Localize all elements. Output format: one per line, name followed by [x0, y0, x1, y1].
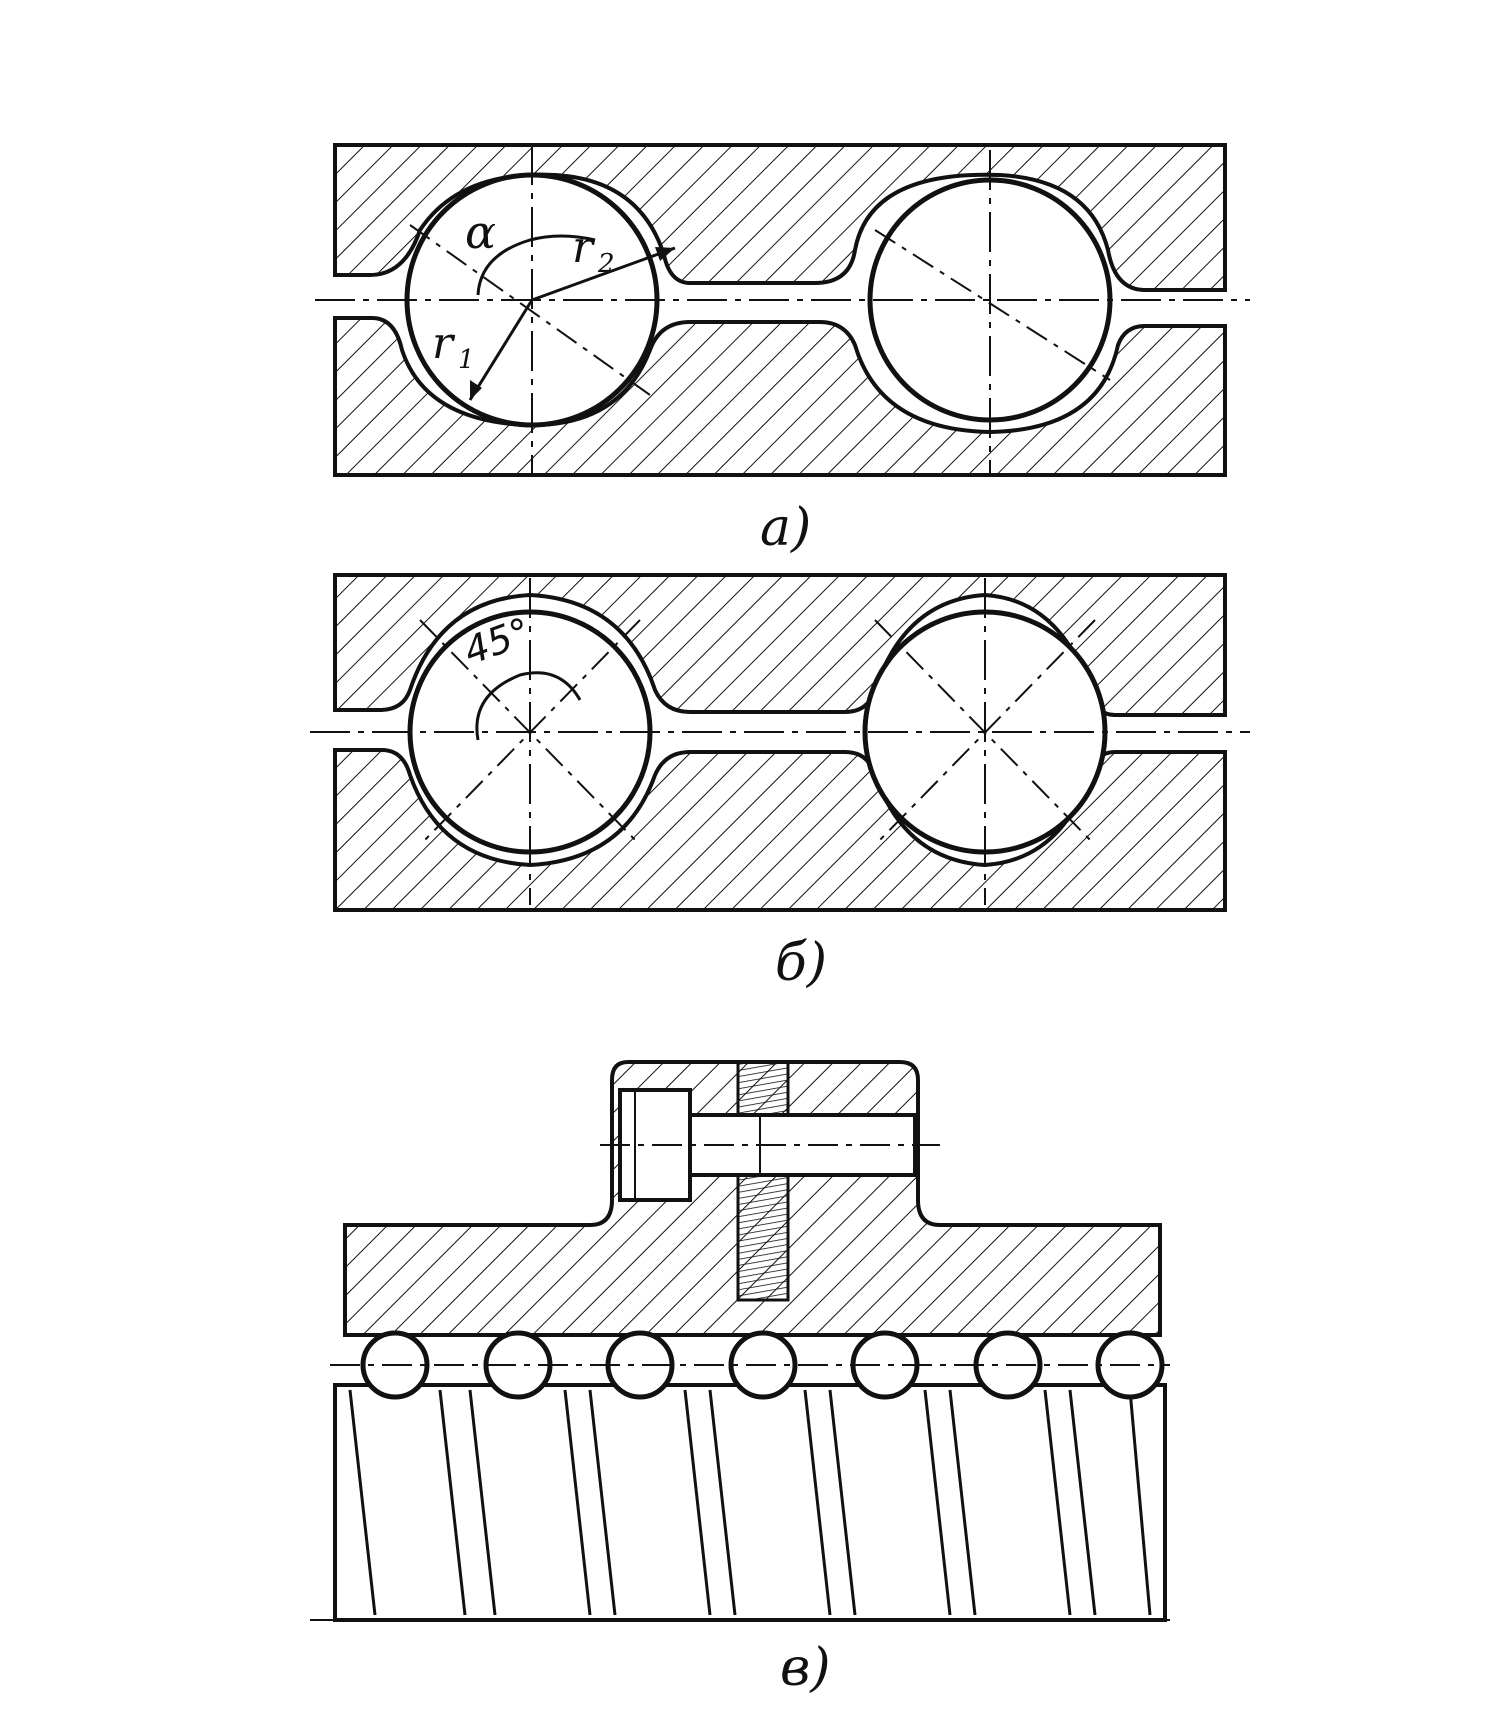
- panel-c-screw-shaft: [333, 1383, 1167, 1622]
- panel-a-r2-label: r: [572, 222, 596, 273]
- panel-a-top-block: [333, 143, 1227, 292]
- panel-c-thread-lines: [348, 1389, 1152, 1616]
- panel-a-contact-line-2: [874, 229, 1111, 381]
- panel-a-r2-sub: 2: [597, 249, 615, 279]
- panel-c-shim-top: [736, 1060, 790, 1117]
- panel-b-diag-1b: [419, 619, 641, 846]
- panel-a-r1-sub: 1: [458, 345, 475, 375]
- panel-a-r2-arrow: [531, 246, 676, 302]
- panel-a: α r 2 r 1 а): [315, 143, 1250, 558]
- panel-a-r1-label: r: [432, 318, 456, 369]
- panel-a-alpha-label: α: [465, 205, 496, 259]
- panel-b-angle-arc: [475, 671, 582, 741]
- panel-b: 45° б): [310, 573, 1250, 993]
- panel-b-diag-2b: [874, 619, 1096, 846]
- panel-a-r1-arrowhead: [470, 380, 482, 400]
- panel-b-caption: б): [775, 933, 827, 993]
- panel-a-alpha-arc: [476, 234, 596, 296]
- panel-a-caption: а): [760, 498, 811, 558]
- panel-a-contact-line-1: [409, 224, 651, 396]
- panel-a-r2-arrowhead: [655, 247, 675, 261]
- panel-c: в): [310, 1060, 1170, 1698]
- panel-c-shim-bottom: [736, 1173, 790, 1302]
- panel-c-caption: в): [780, 1638, 831, 1698]
- panel-a-r1-arrow: [468, 299, 534, 401]
